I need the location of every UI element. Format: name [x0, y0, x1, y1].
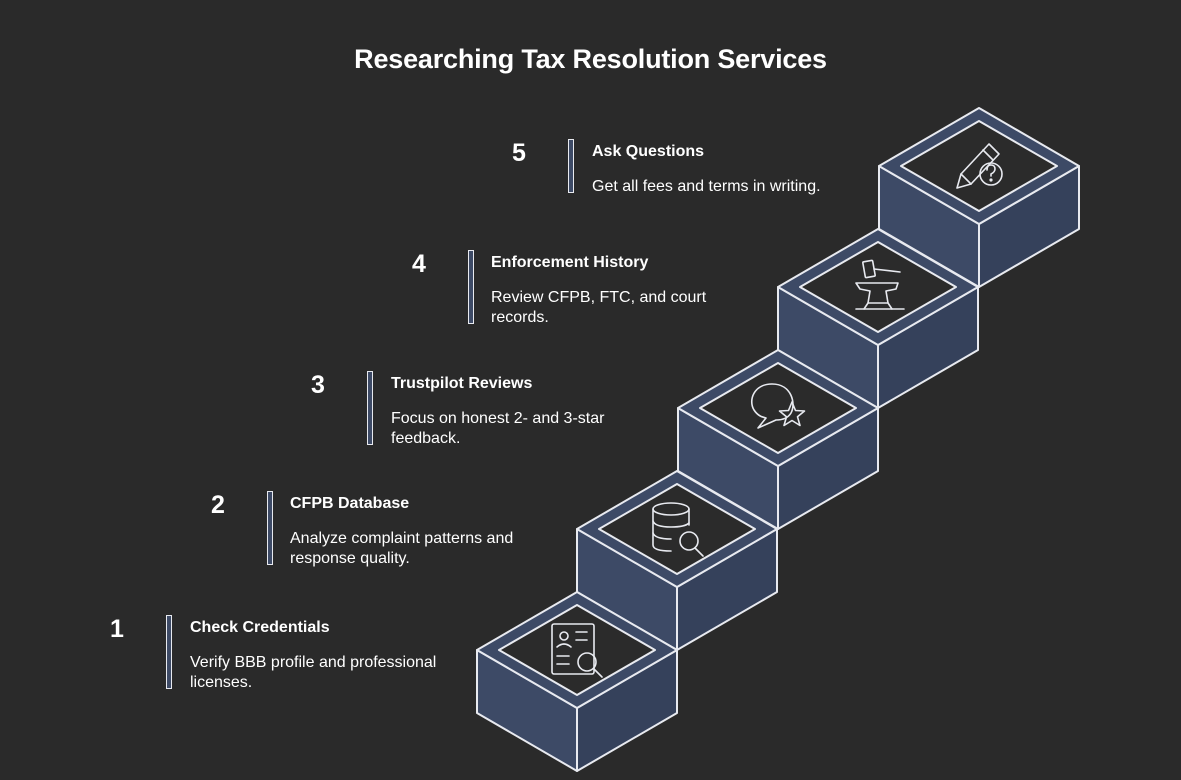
step-label: CFPB Database [290, 495, 410, 512]
step-number: 5 [512, 139, 526, 167]
step-number: 3 [311, 371, 325, 399]
step-description: Focus on honest 2- and 3-star feedback. [391, 410, 605, 447]
step-inner-top [799, 241, 957, 333]
page-title: Researching Tax Resolution Services [354, 44, 827, 74]
stair-step-1 [476, 591, 678, 772]
step-number: 1 [110, 615, 124, 643]
gavel-icon [855, 259, 905, 310]
step-accent-bar [367, 371, 373, 445]
step-number: 2 [211, 491, 225, 519]
step-accent-bar [568, 139, 574, 193]
step-4: 4 Enforcement History Review CFPB, FTC, … [404, 250, 784, 330]
step-description: Analyze complaint patterns and response … [290, 530, 514, 567]
step-inner-top [598, 483, 756, 575]
step-description: Verify BBB profile and professional lice… [190, 654, 437, 691]
credential-search-icon [551, 623, 603, 678]
step-3: 3 Trustpilot Reviews Focus on honest 2- … [303, 371, 683, 451]
step-label: Ask Questions [592, 143, 705, 160]
step-label: Check Credentials [190, 619, 330, 636]
step-accent-bar [166, 615, 172, 689]
step-1: 1 Check Credentials Verify BBB profile a… [102, 615, 482, 695]
stair-step-4 [777, 228, 979, 409]
step-inner-top [498, 604, 656, 696]
pencil-question-icon [956, 143, 1003, 189]
step-number: 4 [412, 250, 426, 278]
database-search-icon [652, 502, 704, 557]
stair-step-2 [576, 470, 778, 651]
step-description: Get all fees and terms in writing. [592, 178, 821, 195]
step-2: 2 CFPB Database Analyze complaint patter… [203, 491, 583, 571]
step-label: Enforcement History [491, 254, 649, 271]
step-accent-bar [468, 250, 474, 324]
step-label: Trustpilot Reviews [391, 375, 533, 392]
step-inner-top [900, 120, 1058, 212]
stair-step-3 [677, 349, 879, 530]
step-inner-top [699, 362, 857, 454]
review-star-icon [750, 383, 806, 429]
stair-step-5 [878, 107, 1080, 288]
step-accent-bar [267, 491, 273, 565]
step-5: 5 Ask Questions Get all fees and terms i… [504, 139, 884, 199]
step-description: Review CFPB, FTC, and court records. [491, 289, 707, 326]
